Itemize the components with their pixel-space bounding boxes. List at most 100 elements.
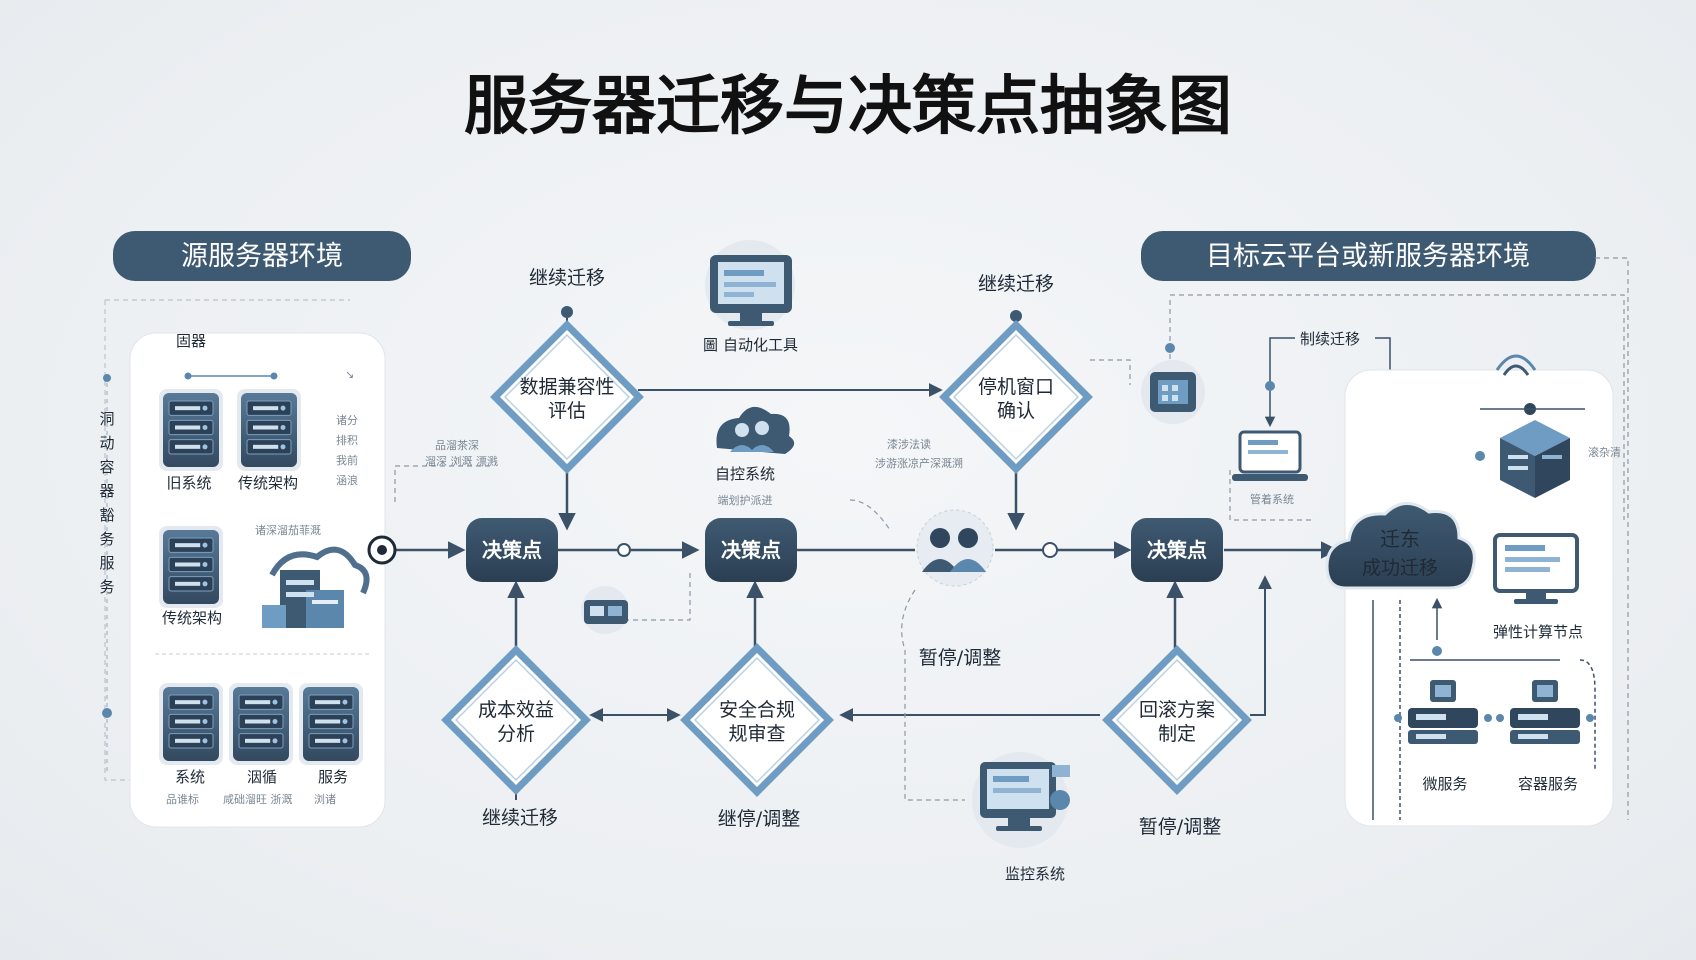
diamond-nodes: 数据兼容性评估继续迁移停机窗口确认继续迁移成本效益分析继续迁移安全合规规审查继停…: [441, 267, 1252, 838]
decision-node-d2: 决策点: [705, 518, 797, 582]
svg-text:滚杂清: 滚杂清: [1588, 445, 1621, 459]
source-env-header: 源服务器环境: [113, 231, 411, 281]
server-label: 传统架构: [162, 609, 222, 627]
target-env-header: 目标云平台或新服务器环境: [1141, 231, 1596, 281]
server-icon: [159, 526, 223, 608]
svg-text:停机窗口: 停机窗口: [978, 376, 1054, 398]
side-label-char: 容: [99, 458, 114, 476]
server-label: 服务: [318, 768, 348, 786]
source-mid-note: 诸深溜茄菲溉: [255, 523, 321, 537]
svg-text:决策点: 决策点: [1147, 538, 1207, 562]
side-label-char: 务: [99, 578, 114, 596]
source-note: 涵浪: [336, 473, 358, 487]
team-cloud-icon: [716, 406, 795, 454]
system-label: 管着系统: [1250, 492, 1294, 506]
source-servers: 旧系统传统架构传统架构系统洇循服务: [159, 389, 363, 786]
svg-text:成本效益: 成本效益: [478, 699, 554, 721]
diamond-top-label: 继续迁移: [978, 273, 1054, 295]
svg-text:↘: ↘: [345, 368, 354, 381]
decision-node-d1: 决策点: [466, 518, 558, 582]
server-icon: [159, 683, 223, 765]
server-label: 旧系统: [166, 474, 211, 492]
diamond-bottom-label: 继停/调整: [718, 808, 800, 830]
elastic-compute-icon: [1493, 533, 1579, 604]
svg-text:评估: 评估: [548, 400, 586, 422]
micro-service-label: 微服务: [1422, 775, 1467, 793]
diamond-top-label: 继续迁移: [529, 267, 605, 289]
server-icon: [159, 389, 223, 471]
note-team-2: 涉游涨凉产深溉溯: [875, 456, 963, 470]
server-label: 系统: [175, 768, 205, 786]
container-service-icon: [1496, 680, 1594, 744]
decision-nodes: 决策点 决策点 决策点: [466, 518, 1223, 582]
decision-node-d3: 决策点: [1131, 518, 1223, 582]
note-team-1: 漆涉法读: [887, 437, 931, 451]
side-label-char: 务: [99, 530, 114, 548]
svg-text:安全合规: 安全合规: [719, 699, 795, 721]
page-title: 服务器迁移与决策点抽象图: [464, 70, 1232, 144]
dashed-lines: [394, 257, 1629, 820]
source-note: 诸分: [336, 414, 358, 427]
monitor-system-icon: [972, 752, 1070, 848]
chip-icon: [1141, 343, 1205, 424]
source-bottom-notes: 品谁标 咸础溜旺 浙溉 浏诸: [166, 792, 336, 806]
self-control-sub: 端划护派进: [718, 493, 773, 507]
pause-adjust-label: 暂停/调整: [919, 647, 1001, 669]
svg-text:数据兼容性: 数据兼容性: [519, 376, 614, 398]
server-icon: [299, 683, 363, 765]
svg-text:回滚方案: 回滚方案: [1139, 699, 1215, 721]
cloud-cube-icon: 滚杂清: [1475, 354, 1621, 498]
svg-text:成功迁移: 成功迁移: [1362, 557, 1438, 579]
source-box-title: 固器: [176, 332, 206, 350]
diamond-bottom-label: 暂停/调整: [1139, 816, 1221, 838]
svg-text:决策点: 决策点: [721, 538, 781, 562]
server-label: 传统架构: [238, 474, 298, 492]
automation-tool-prefix: 圖: [703, 336, 718, 354]
target-bottom-lines: [1372, 597, 1596, 820]
team-icon: [916, 509, 994, 587]
target-panel: [1344, 369, 1614, 827]
container-service-label: 容器服务: [1518, 775, 1578, 793]
svg-text:分析: 分析: [497, 723, 535, 745]
source-note: 排积: [336, 433, 358, 447]
target-servers: [1394, 680, 1594, 744]
diamond-bottom-label: 继续迁移: [482, 807, 558, 829]
server-icon: [237, 389, 301, 471]
laptop-icon: [1232, 430, 1308, 481]
note-upper-left: 品溜茶深: [435, 438, 479, 452]
side-label-char: 服: [99, 554, 114, 572]
side-label-char: 器: [99, 482, 114, 500]
svg-text:制定: 制定: [1158, 723, 1196, 745]
svg-text:目标云平台或新服务器环境: 目标云平台或新服务器环境: [1206, 241, 1530, 272]
svg-text:规审查: 规审查: [728, 723, 785, 745]
side-label-char: 动: [99, 434, 114, 452]
svg-text:确认: 确认: [997, 400, 1035, 422]
automation-tool-icon: [705, 240, 795, 330]
cloud-datacenter-icon: [262, 546, 370, 628]
svg-text:浏诸: 浏诸: [314, 792, 336, 806]
elastic-compute-label: 弹性计算节点: [1493, 623, 1583, 641]
server-icon: [229, 683, 293, 765]
source-note: 我前: [336, 453, 358, 467]
svg-text:源服务器环境: 源服务器环境: [181, 241, 343, 272]
side-label-char: 洞: [99, 410, 114, 428]
control-continue-label: 制续迁移: [1300, 330, 1360, 348]
router-icon: [581, 586, 629, 634]
server-label: 洇循: [247, 768, 277, 786]
note-upper-left-2: 溜深 浏溉 漂溅: [425, 454, 498, 468]
svg-text:咸础溜旺 浙溉: 咸础溜旺 浙溉: [223, 792, 293, 806]
svg-text:品谁标: 品谁标: [166, 792, 199, 806]
svg-text:迁东: 迁东: [1380, 527, 1420, 551]
monitor-system-label: 监控系统: [1005, 865, 1065, 883]
side-label-char: 豁: [99, 506, 114, 524]
self-control-label: 自控系统: [715, 465, 775, 483]
micro-service-icon: [1394, 680, 1492, 744]
